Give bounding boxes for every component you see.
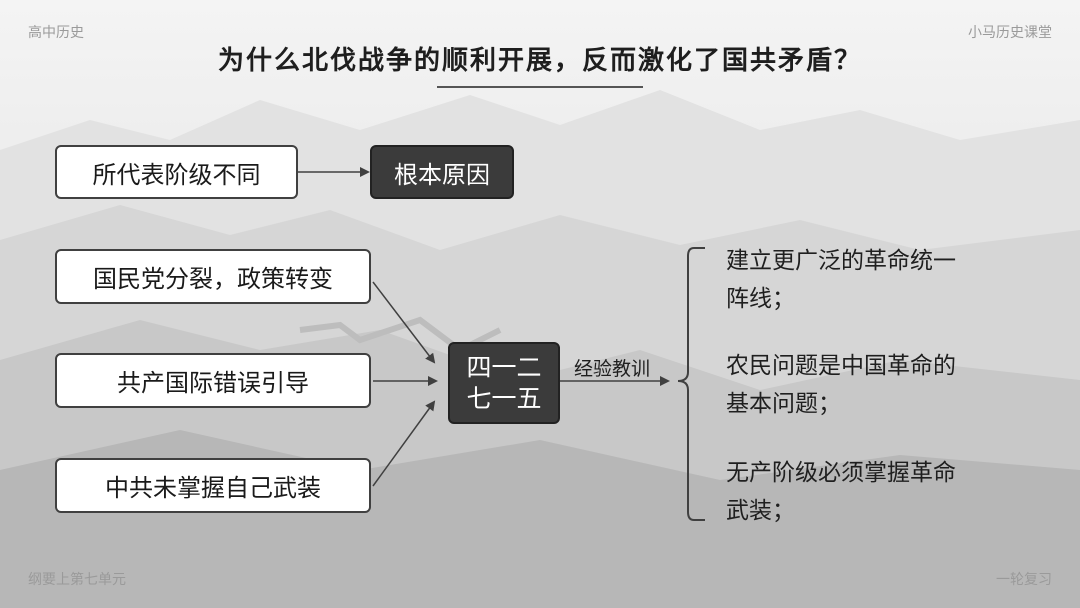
- cause-box-no-army: 中共未掌握自己武装: [55, 458, 371, 513]
- lesson-3-line-2: 武装；: [726, 498, 795, 524]
- lessons-bracket: [677, 247, 705, 521]
- title-underline: [437, 86, 643, 88]
- root-cause-box: 根本原因: [370, 145, 514, 199]
- channel-tag: 小马历史课堂: [968, 25, 1052, 41]
- class-difference-box: 所代表阶级不同: [55, 145, 298, 199]
- lesson-2-line-2: 基本问题；: [726, 391, 841, 417]
- lessons-edge-label: 经验教训: [574, 358, 651, 380]
- review-tag: 一轮复习: [996, 572, 1052, 588]
- subject-tag: 高中历史: [28, 25, 84, 41]
- cause-box-kmt-split: 国民党分裂，政策转变: [55, 249, 371, 304]
- lesson-armed-forces: 无产阶级必须掌握革命 武装；: [726, 454, 1026, 530]
- cause-box-comintern: 共产国际错误引导: [55, 353, 371, 408]
- arrow-cause-3: [372, 400, 436, 487]
- lesson-1-line-1: 建立更广泛的革命统一: [726, 248, 956, 274]
- event-line-1: 四一二: [466, 352, 542, 382]
- lesson-1-line-2: 阵线；: [726, 286, 795, 312]
- lesson-peasant-question: 农民问题是中国革命的 基本问题；: [726, 347, 1026, 423]
- lesson-2-line-1: 农民问题是中国革命的: [726, 353, 956, 379]
- unit-tag: 纲要上第七单元: [28, 572, 126, 588]
- page-title: 为什么北伐战争的顺利开展，反而激化了国共矛盾？: [217, 46, 862, 76]
- event-line-2: 七一五: [466, 384, 542, 413]
- event-box: 四一二 七一五: [448, 342, 560, 424]
- lesson-united-front: 建立更广泛的革命统一 阵线；: [726, 242, 1026, 318]
- arrow-cause-1: [372, 281, 436, 364]
- lesson-3-line-1: 无产阶级必须掌握革命: [726, 460, 956, 486]
